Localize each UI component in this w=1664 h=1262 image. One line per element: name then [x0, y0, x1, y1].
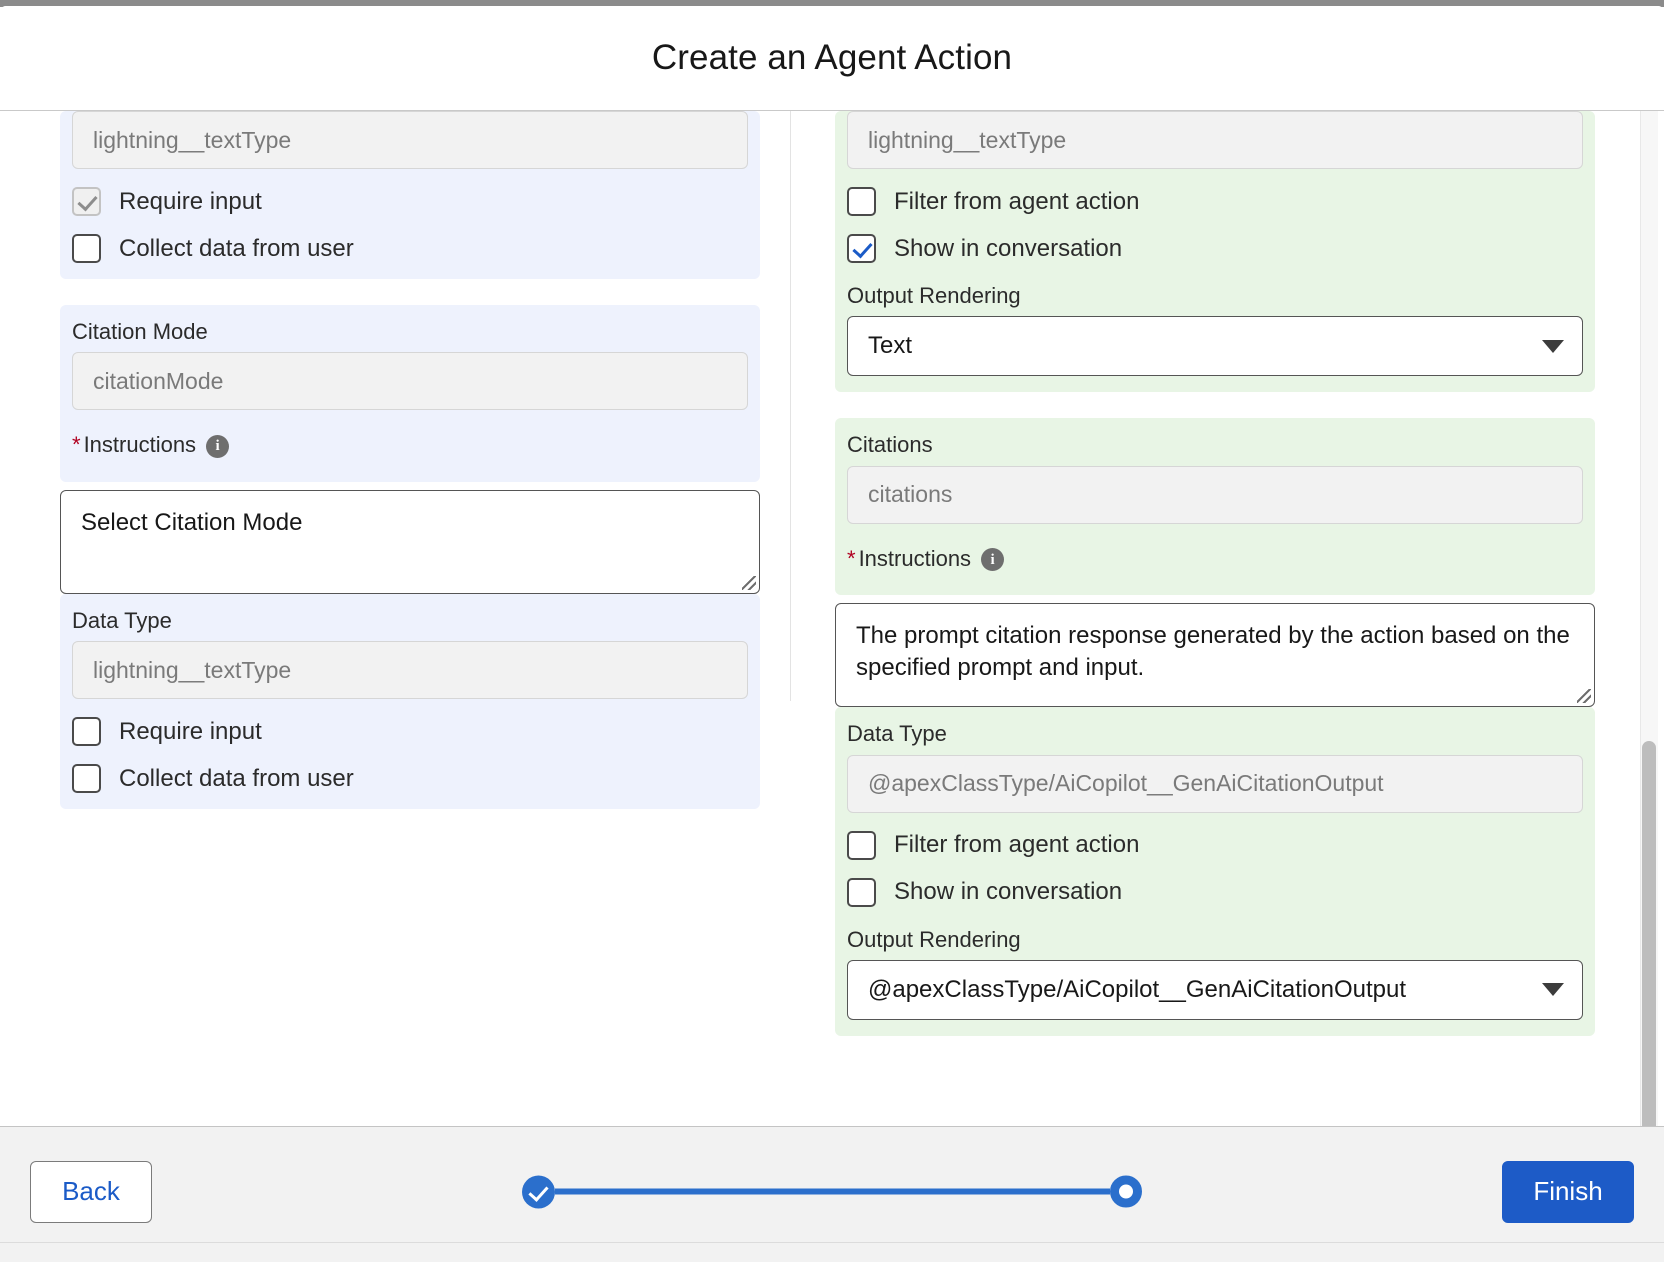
collect-data-from-user-checkbox[interactable] [72, 764, 101, 794]
citation-mode-section: Citation Mode citationMode *Instructions… [60, 305, 760, 482]
finish-button[interactable]: Finish [1502, 1160, 1634, 1223]
input-parameters-column: lightning__textType Require input Collec… [0, 111, 790, 1126]
back-button[interactable]: Back [30, 1160, 152, 1223]
instructions-label-wrapper: *Instructions i [847, 546, 1583, 572]
chevron-down-icon[interactable] [1542, 339, 1564, 353]
citations-filter-from-agent-action-row[interactable]: Filter from agent action [847, 830, 1583, 860]
page-backdrop-top [0, 0, 1664, 7]
page-title: Create an Agent Action [651, 38, 1013, 77]
citation-mode-instructions-input[interactable]: Select Citation Mode [60, 489, 760, 594]
require-input-checkbox[interactable] [72, 187, 101, 216]
citation-mode-instructions-value: Select Citation Mode [81, 508, 303, 536]
collect-data-from-user-checkbox-row[interactable]: Collect data from user [72, 234, 748, 263]
citation-mode-require-input-row[interactable]: Require input [72, 717, 748, 747]
citations-output-rendering-select[interactable]: @apexClassType/AiCopilot__GenAiCitationO… [847, 959, 1583, 1020]
input-parameter-section-1: lightning__textType Require input Collec… [60, 111, 760, 279]
citations-section: Citations citations *Instructions i [835, 418, 1595, 596]
progress-step-1-completed-icon[interactable] [522, 1175, 555, 1208]
resize-handle-icon[interactable] [742, 575, 756, 590]
filter-from-agent-action-label: Filter from agent action [894, 831, 1140, 859]
required-marker: * [72, 432, 81, 458]
collect-data-from-user-label: Collect data from user [119, 234, 354, 262]
instructions-label: Instructions [858, 545, 972, 571]
info-icon[interactable]: i [206, 434, 230, 458]
citations-show-in-conversation-row[interactable]: Show in conversation [847, 877, 1583, 907]
require-input-label: Require input [119, 717, 262, 745]
create-agent-action-modal: Create an Agent Action lightning__textTy… [0, 6, 1664, 1256]
require-input-checkbox[interactable] [72, 717, 101, 747]
data-type-value: lightning__textType [72, 111, 748, 169]
chevron-down-icon[interactable] [1542, 983, 1564, 997]
column-divider [790, 111, 791, 701]
data-type-label: Data Type [72, 607, 172, 633]
citations-api-name: citations [847, 465, 1583, 524]
output-parameters-column: lightning__textType Filter from agent ac… [835, 111, 1655, 1126]
citations-instructions-input[interactable]: The prompt citation response generated b… [835, 603, 1595, 708]
citation-mode-api-name: citationMode [72, 352, 748, 411]
require-input-checkbox-row[interactable]: Require input [72, 187, 748, 216]
citation-mode-datatype-section: Data Type lightning__textType Require in… [60, 593, 760, 810]
citation-mode-title: Citation Mode [72, 319, 208, 344]
output-rendering-label: Output Rendering [847, 926, 1021, 952]
modal-scrollbar-track[interactable] [1640, 111, 1658, 1126]
required-marker: * [847, 545, 856, 571]
page-backdrop-bottom [0, 1242, 1664, 1262]
data-type-value: lightning__textType [847, 111, 1583, 169]
show-in-conversation-label: Show in conversation [894, 878, 1123, 906]
show-in-conversation-checkbox[interactable] [847, 877, 876, 907]
citation-mode-collect-data-row[interactable]: Collect data from user [72, 764, 748, 794]
modal-scrollbar-thumb[interactable] [1642, 741, 1656, 1126]
show-in-conversation-checkbox[interactable] [847, 234, 876, 263]
collect-data-from-user-checkbox[interactable] [72, 234, 101, 263]
modal-body: lightning__textType Require input Collec… [0, 111, 1664, 1126]
modal-footer: Back Finish [0, 1126, 1664, 1256]
filter-from-agent-action-checkbox[interactable] [847, 830, 876, 860]
filter-from-agent-action-label: Filter from agent action [894, 187, 1140, 215]
collect-data-from-user-label: Collect data from user [119, 764, 354, 792]
wizard-progress-indicator [522, 1175, 1142, 1208]
output-parameter-section-1: lightning__textType Filter from agent ac… [835, 111, 1595, 393]
citations-output-rendering-value: @apexClassType/AiCopilot__GenAiCitationO… [868, 975, 1406, 1003]
resize-handle-icon[interactable] [1577, 689, 1591, 704]
citations-title: Citations [847, 432, 933, 458]
filter-from-agent-action-checkbox[interactable] [847, 187, 876, 216]
citation-mode-data-type-value: lightning__textType [72, 641, 748, 700]
output-rendering-select[interactable]: Text [847, 316, 1583, 377]
modal-header: Create an Agent Action [0, 6, 1664, 111]
show-in-conversation-label: Show in conversation [894, 234, 1123, 262]
citations-instructions-value: The prompt citation response generated b… [856, 622, 1570, 681]
output-rendering-value: Text [868, 332, 913, 360]
data-type-label: Data Type [847, 721, 947, 747]
filter-from-agent-action-row[interactable]: Filter from agent action [847, 187, 1583, 216]
citations-data-type-value: @apexClassType/AiCopilot__GenAiCitationO… [847, 754, 1583, 813]
progress-bar-fill [555, 1188, 1110, 1195]
progress-step-2-current-icon[interactable] [1110, 1175, 1142, 1208]
require-input-label: Require input [119, 187, 262, 215]
instructions-label: Instructions [83, 432, 197, 458]
instructions-label-wrapper: *Instructions i [72, 432, 748, 458]
info-icon[interactable]: i [981, 548, 1005, 572]
output-rendering-label: Output Rendering [847, 283, 1021, 308]
show-in-conversation-row[interactable]: Show in conversation [847, 234, 1583, 263]
citations-datatype-section: Data Type @apexClassType/AiCopilot__GenA… [835, 707, 1595, 1036]
